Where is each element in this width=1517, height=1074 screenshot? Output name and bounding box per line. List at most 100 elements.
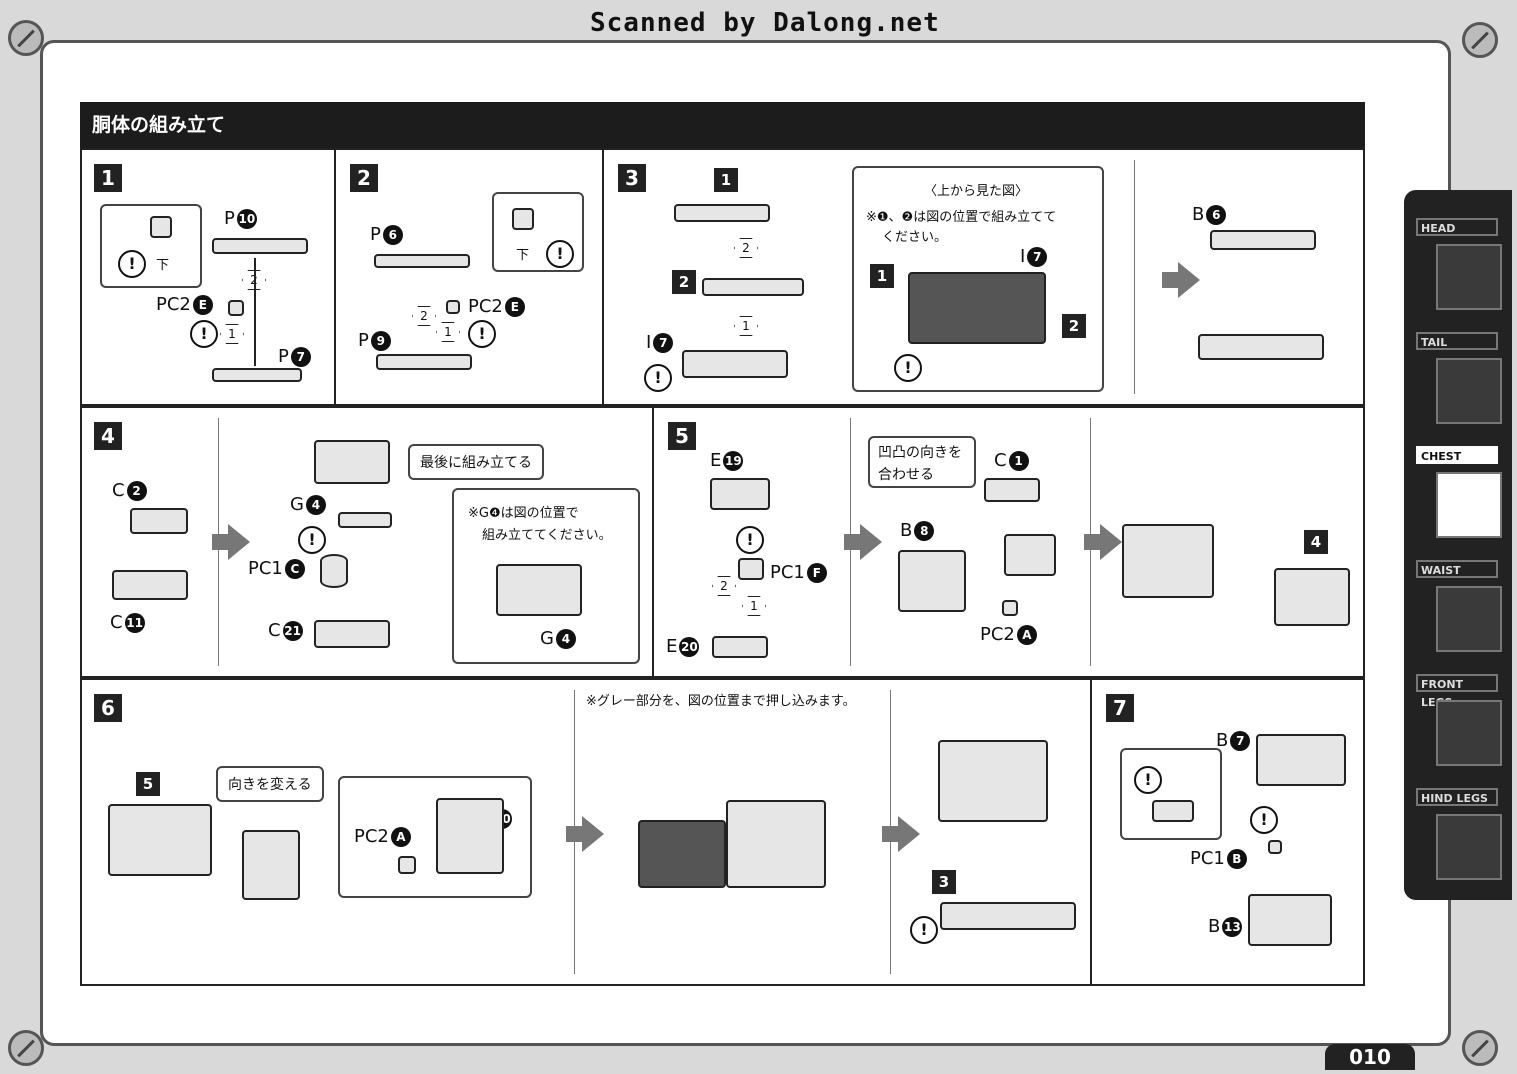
tab-front-legs[interactable]: FRONT LEGS — [1412, 674, 1504, 774]
chest-thumbnail-icon — [1436, 472, 1502, 538]
part-p6 — [374, 254, 470, 268]
tab-label: WAIST — [1416, 560, 1498, 578]
tab-label: HEAD — [1416, 218, 1498, 236]
section-title: 胴体の組み立て — [80, 102, 1365, 148]
top-view-note: ※❶、❷は図の位置で組み立てて — [866, 210, 1057, 225]
corner-bolt-icon — [8, 1030, 44, 1066]
part-b6 — [1210, 230, 1316, 250]
sub-number: 5 — [136, 772, 160, 796]
caution-icon: ! — [736, 526, 764, 554]
next-arrow-icon — [882, 816, 920, 852]
sub-number: 2 — [672, 270, 696, 294]
gray-press-part — [638, 820, 726, 888]
part-e20 — [712, 636, 768, 658]
head-thumbnail-icon — [1436, 244, 1502, 310]
part-p9 — [376, 354, 472, 370]
note-last: 最後に組み立てる — [408, 444, 544, 480]
order-marker: 2 — [712, 576, 736, 596]
caution-icon: ! — [546, 240, 574, 268]
order-marker: 2 — [734, 238, 758, 258]
caution-icon: ! — [1134, 766, 1162, 794]
g4-note-2: 組み立ててください。 — [482, 528, 612, 543]
sub-number: 3 — [932, 870, 956, 894]
tab-tail[interactable]: TAIL — [1412, 332, 1504, 432]
top-view-title: 〈上から見た図〉 — [924, 184, 1029, 199]
caution-icon: ! — [298, 526, 326, 554]
part-icon — [512, 208, 534, 230]
detail-callout: 下 ! — [492, 192, 584, 272]
hind-legs-thumbnail-icon — [1436, 814, 1502, 880]
watermark: Scanned by Dalong.net — [590, 8, 940, 38]
step-number: 6 — [94, 694, 122, 722]
part-p10 — [212, 238, 308, 254]
tab-head[interactable]: HEAD — [1412, 218, 1504, 318]
caution-icon: ! — [894, 354, 922, 382]
step-3-assembly — [940, 902, 1076, 930]
part-pc2 — [446, 300, 460, 314]
part-g4 — [338, 512, 392, 528]
sub-number: 1 — [714, 168, 738, 192]
part-c21 — [314, 620, 390, 648]
top-view-note-2: ください。 — [882, 230, 948, 245]
part-e-assembly — [1004, 534, 1056, 576]
next-arrow-icon — [844, 524, 882, 560]
chest-assembly — [314, 440, 390, 484]
waist-thumbnail-icon — [1436, 586, 1502, 652]
g4-detail — [496, 564, 582, 616]
top-view-assembly — [908, 272, 1046, 344]
part-b13 — [1248, 894, 1332, 946]
tab-hind-legs[interactable]: HIND LEGS — [1412, 788, 1504, 888]
divider — [1134, 160, 1135, 394]
corner-bolt-icon — [8, 20, 44, 56]
tab-chest[interactable]: CHEST — [1412, 446, 1504, 546]
align-note-callout: 凹凸の向きを 合わせる — [868, 436, 976, 488]
step-number: 2 — [350, 164, 378, 192]
part-b10 — [436, 798, 504, 874]
part-icon — [150, 216, 172, 238]
next-arrow-icon — [1084, 524, 1122, 560]
step-number: 7 — [1106, 694, 1134, 722]
tab-label: TAIL — [1416, 332, 1498, 350]
part-icon — [1152, 800, 1194, 822]
caution-icon: ! — [190, 320, 218, 348]
tab-waist[interactable]: WAIST — [1412, 560, 1504, 660]
sub-number: 4 — [1304, 530, 1328, 554]
page-number: 010 — [1325, 1044, 1415, 1070]
part-navigation-sidebar: HEAD TAIL CHEST WAIST FRONT LEGS HIND LE… — [1404, 190, 1512, 900]
order-marker: 1 — [220, 324, 244, 344]
g4-note: ※G❹は図の位置で — [468, 506, 579, 521]
next-arrow-icon — [212, 524, 250, 560]
down-label: 下 — [156, 258, 170, 273]
part-b7 — [1256, 734, 1346, 786]
part-b8 — [898, 550, 966, 612]
subassembly-2 — [702, 278, 804, 296]
order-marker: 1 — [436, 322, 460, 342]
caution-icon: ! — [910, 916, 938, 944]
align-note: 凹凸の向きを — [878, 445, 962, 461]
part-pc1 — [320, 554, 348, 588]
step-5-assembly — [108, 804, 212, 876]
part-c11-body — [112, 570, 188, 600]
step-number: 4 — [94, 422, 122, 450]
step-number: 5 — [668, 422, 696, 450]
